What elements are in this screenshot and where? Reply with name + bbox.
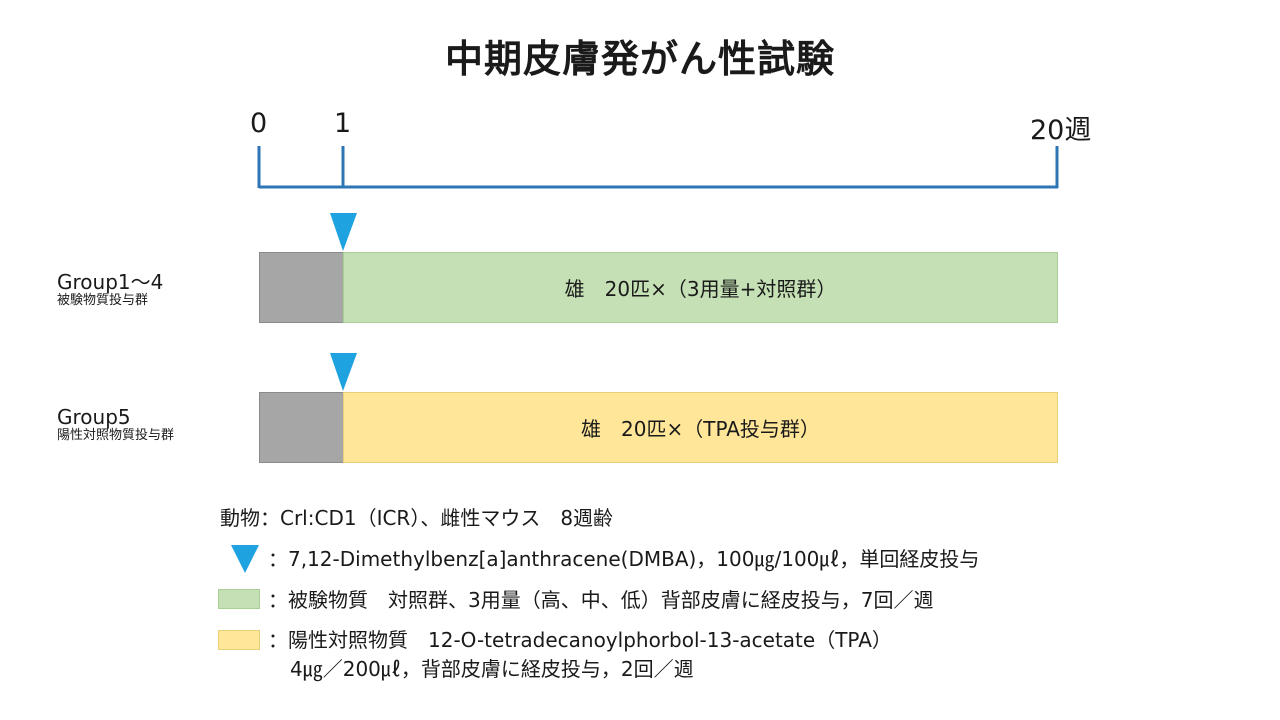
group5-pretreatment-bar [259, 392, 344, 463]
group1-treatment-bar: 雄 20匹×（3用量+対照群） [343, 252, 1058, 323]
group5-treatment-bar: 雄 20匹×（TPA投与群） [343, 392, 1058, 463]
group5-name: Group5 [57, 405, 131, 429]
group1-pretreatment-bar [259, 252, 344, 323]
group5-bar-text: 雄 20匹×（TPA投与群） [581, 417, 820, 441]
tick-label-20: 20週 [1030, 115, 1092, 146]
legend-animal: 動物：Crl:CD1（ICR）、雌性マウス 8週齢 [220, 506, 614, 530]
legend-dmba-marker-icon [231, 545, 259, 573]
legend-tpa-line2: 4㎍／200㎕，背部皮膚に経皮投与，2回／週 [290, 657, 694, 681]
group5-subtitle: 陽性対照物質投与群 [57, 428, 175, 443]
group1-bar-text: 雄 20匹×（3用量+対照群） [564, 277, 837, 301]
legend-test: ：被験物質 対照群、3用量（高、中、低）背部皮膚に経皮投与，7回／週 [268, 588, 934, 612]
group5-label-block: Group5 陽性対照物質投与群 [57, 406, 174, 444]
legend-tpa-line1: ：陽性対照物質 12-O-tetradecanoylphorbol-13-ace… [268, 628, 892, 652]
legend-test-swatch [218, 589, 260, 609]
dmba-marker-group5-icon [330, 353, 357, 391]
tick-label-1: 1 [334, 108, 352, 139]
legend-dmba: ：7,12-Dimethylbenz[a]anthracene(DMBA)，10… [268, 547, 980, 571]
tick-label-0: 0 [250, 108, 268, 139]
timeline-axis [257, 146, 1059, 189]
group1-name: Group1～4 [57, 270, 164, 294]
dmba-marker-group1-icon [330, 213, 357, 251]
legend-tpa-swatch [218, 630, 260, 650]
group1-subtitle: 被験物質投与群 [57, 293, 149, 308]
page-title: 中期皮膚発がん性試験 [444, 37, 835, 81]
group1-label-block: Group1～4 被験物質投与群 [57, 271, 163, 309]
